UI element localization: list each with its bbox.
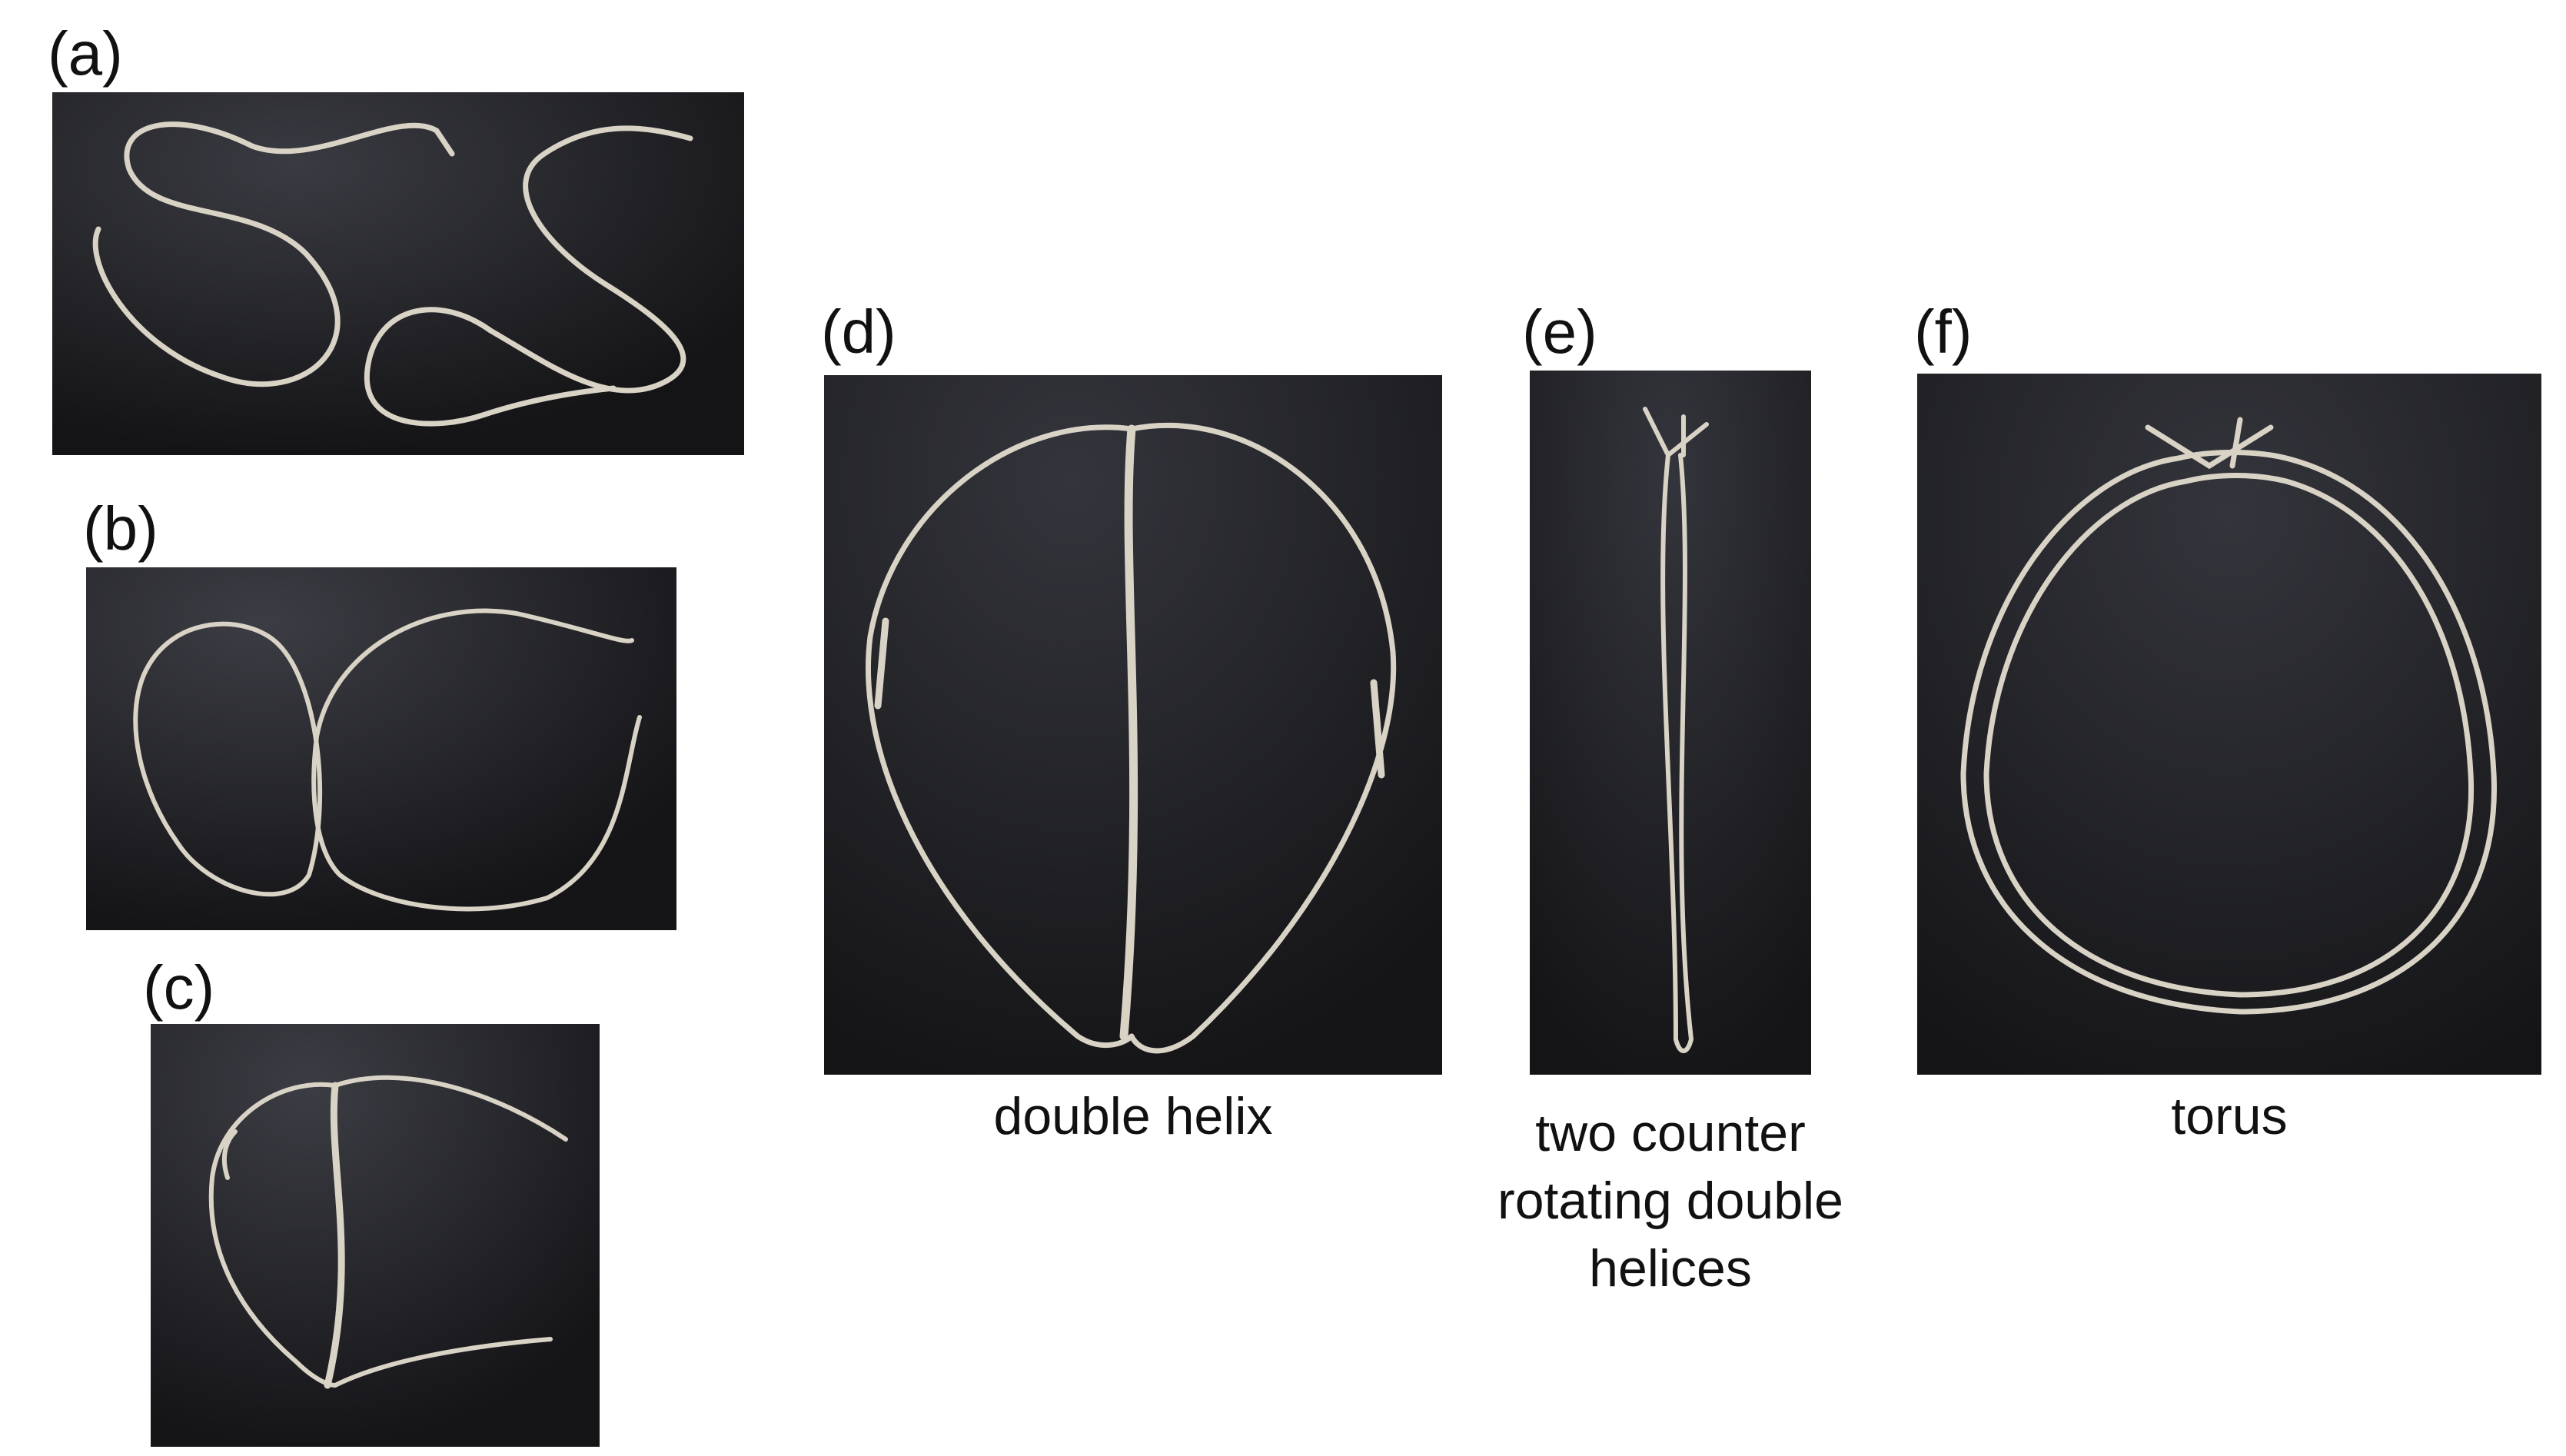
panel-label-b: (b) <box>83 494 158 563</box>
caption-f: torus <box>2171 1087 2288 1145</box>
panel-label-f: (f) <box>1914 298 1973 366</box>
photo-b <box>86 567 676 930</box>
photo-f <box>1917 374 2541 1075</box>
photo-e <box>1530 371 1811 1075</box>
panel-label-a: (a) <box>48 19 123 88</box>
panel-label-e: (e) <box>1522 298 1597 366</box>
panel-label-c: (c) <box>143 953 215 1022</box>
photo-a <box>52 92 744 455</box>
caption-e-line-2: rotating double <box>1497 1172 1843 1230</box>
caption-e-line-3: helices <box>1589 1239 1752 1298</box>
photo-d <box>824 375 1442 1075</box>
caption-d: double helix <box>993 1087 1273 1145</box>
panel-label-d: (d) <box>821 298 896 366</box>
photo-c <box>151 1024 600 1447</box>
caption-e-line-1: two counter <box>1535 1104 1806 1162</box>
caption-e: two counter rotating double helices <box>1461 1099 1880 1302</box>
